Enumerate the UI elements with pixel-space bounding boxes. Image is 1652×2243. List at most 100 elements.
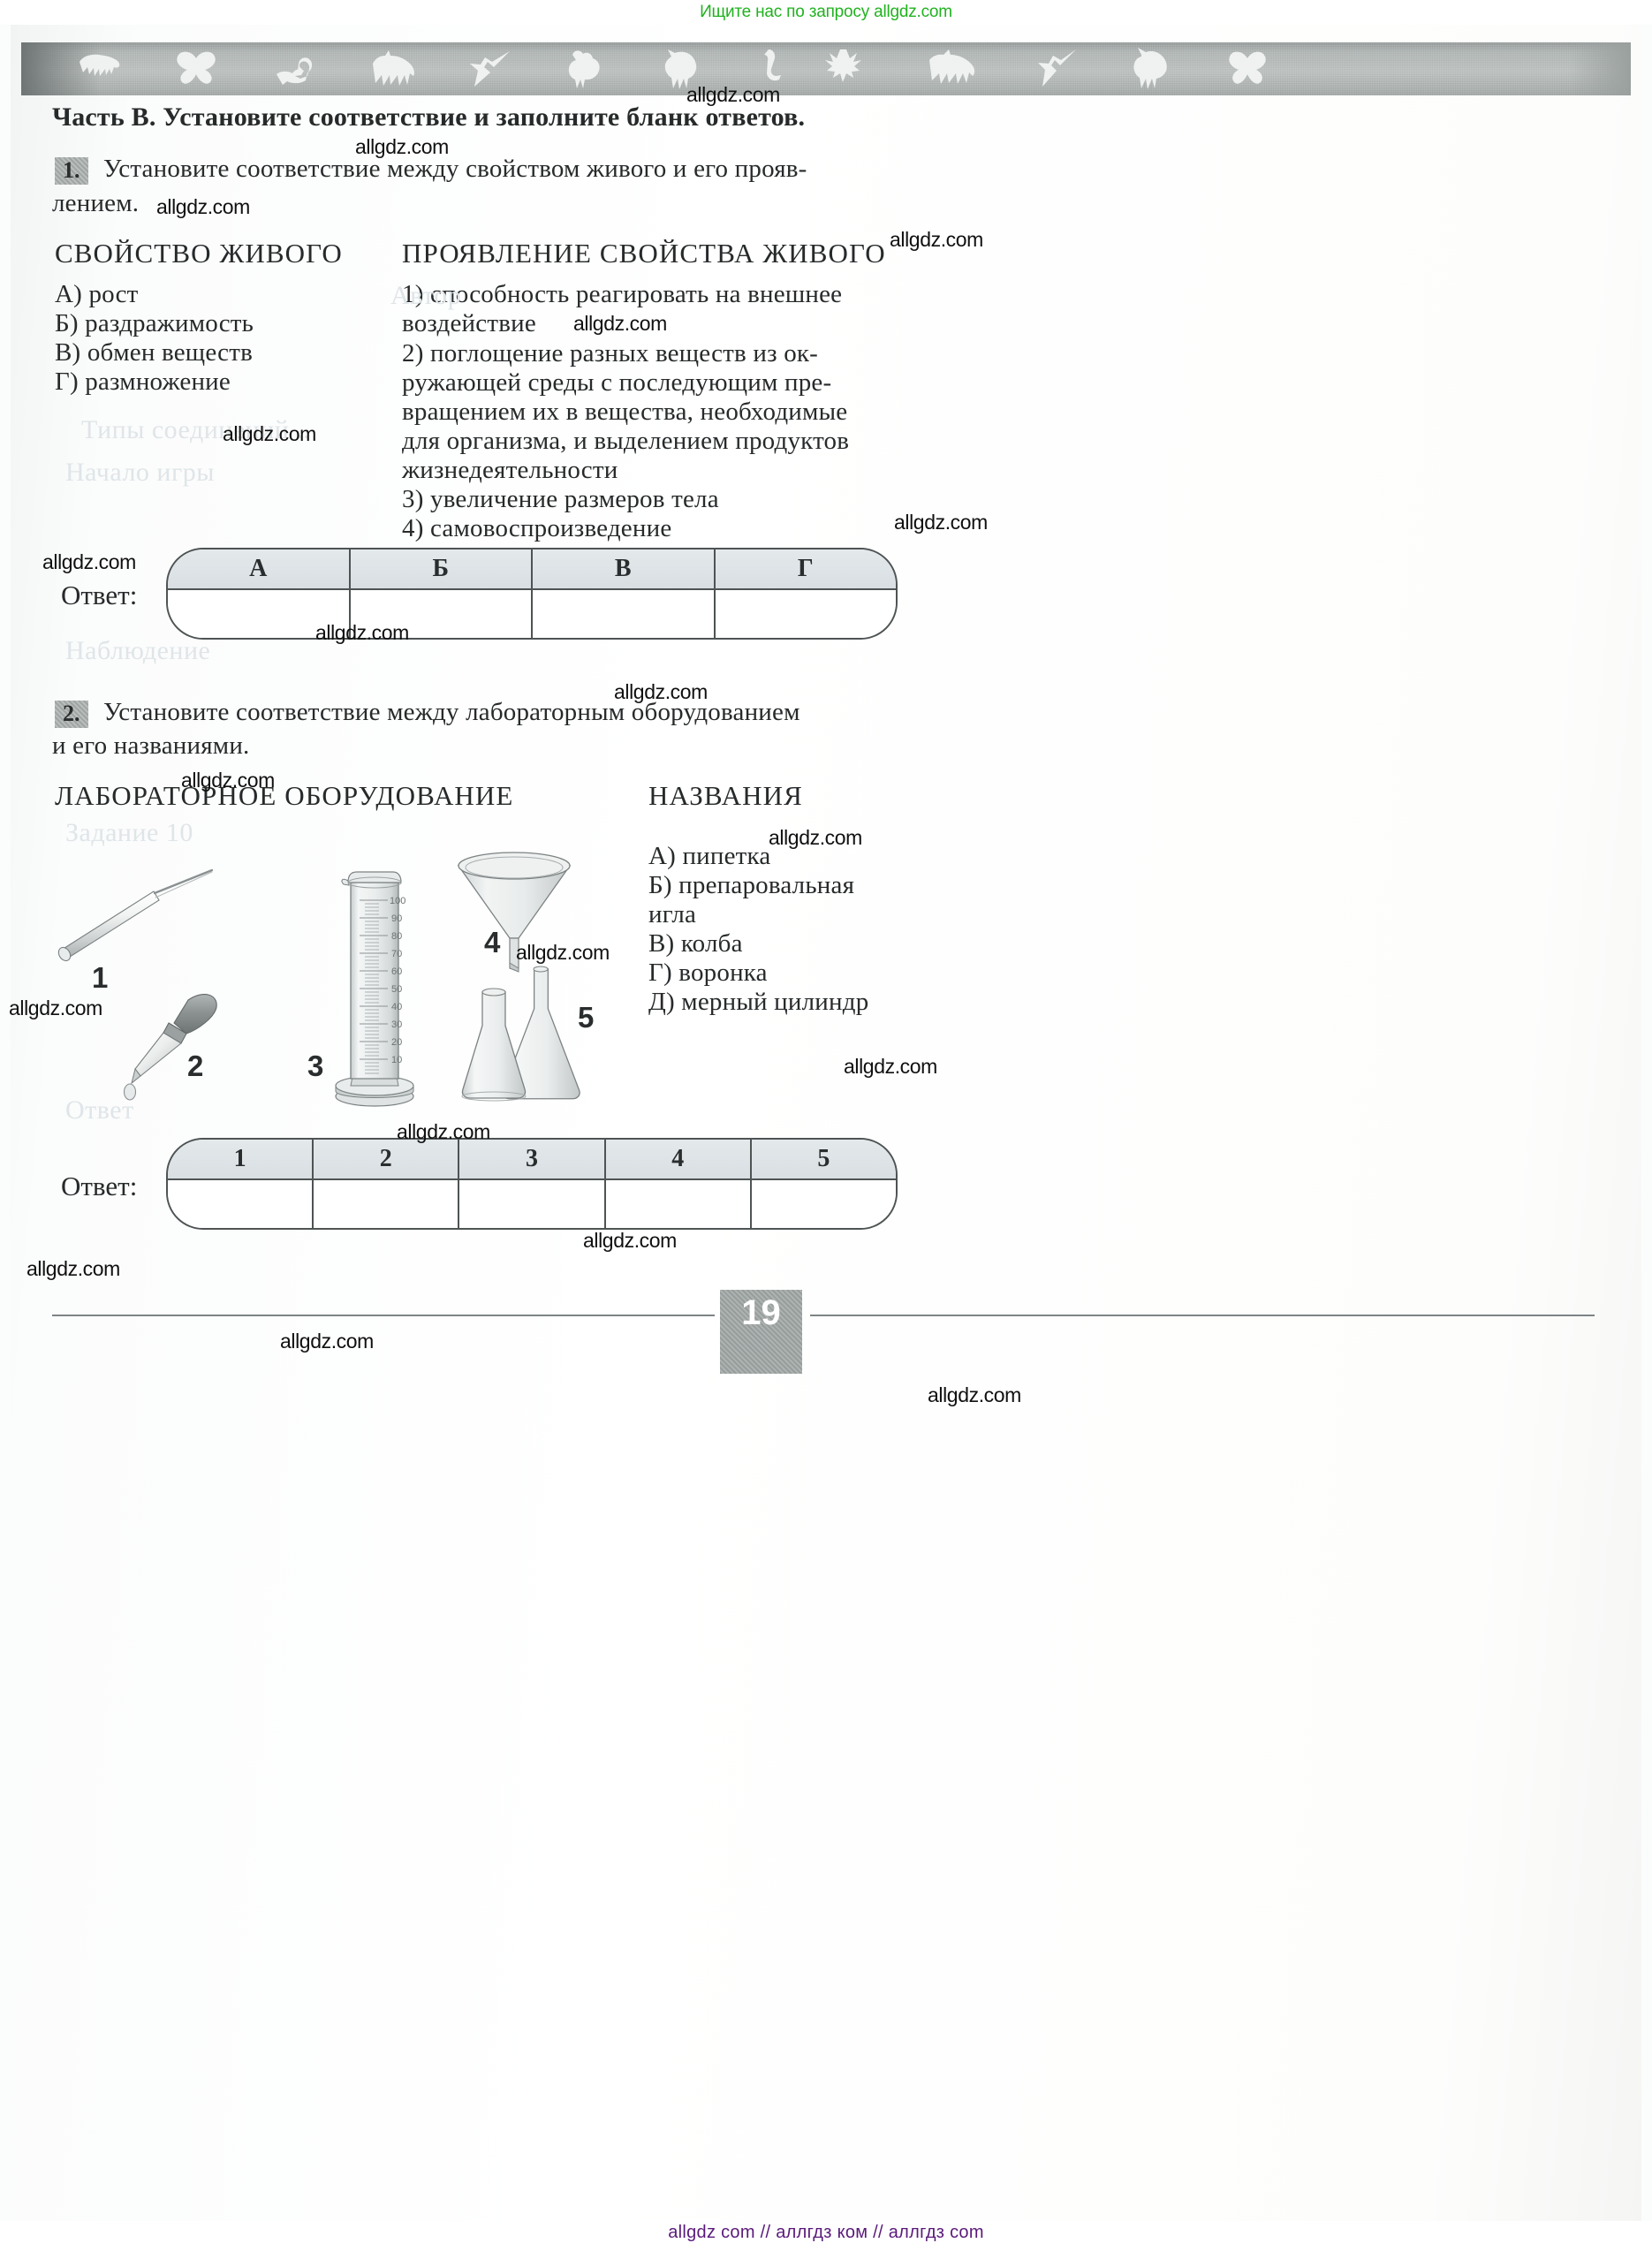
task-2-left-heading: ЛАБОРАТОРНОЕ ОБОРУДОВАНИЕ <box>55 780 514 811</box>
task-1-right-item-6: жизнедеятельности <box>402 456 618 484</box>
watermark-11: allgdz.com <box>769 826 862 849</box>
equipment-number-4: 4 <box>484 926 501 959</box>
answer-header-g: Г <box>715 549 896 590</box>
answer-column-v[interactable]: В <box>533 549 716 638</box>
task-1-left-item-1: Б) раздражимость <box>55 309 254 337</box>
bleed-ghost-5: Ответ <box>65 1095 134 1125</box>
watermark-7: allgdz.com <box>894 511 988 534</box>
task-1-left-heading: СВОЙСТВО ЖИВОГО <box>55 238 343 269</box>
strip-right-shadow <box>1569 42 1631 95</box>
task-2-right-item-2: игла <box>648 900 697 928</box>
task-1-right-item-3: ружающей среды с последующим пре- <box>402 368 832 397</box>
watermark-13: allgdz.com <box>9 996 102 1019</box>
bottom-promo-banner: allgdz com // аллгдз ком // аллгдз com <box>668 2223 984 2242</box>
answer-header-2: 2 <box>314 1140 458 1180</box>
strip-left-shadow <box>21 42 101 95</box>
task-1-number-badge: 1. <box>55 157 88 185</box>
answer-cell-2[interactable] <box>314 1180 458 1228</box>
page-sheet: Часть В. Установите соответствие и запол… <box>9 25 1641 2221</box>
answer-cell-5[interactable] <box>751 1180 896 1228</box>
answer-header-4: 4 <box>605 1140 750 1180</box>
answer-column-b[interactable]: Б <box>350 549 533 638</box>
page-number-box: 19 <box>720 1290 802 1374</box>
task-1-answer-table[interactable]: А Б В Г <box>166 548 898 640</box>
task-1-left-item-3: Г) размножение <box>55 368 231 396</box>
task-2-right-item-1: Б) препаровальная <box>648 871 855 899</box>
task-1-right-item-0: 1) способность реагировать на внешнее <box>402 280 843 308</box>
watermark-6: allgdz.com <box>42 550 136 573</box>
task-1-right-item-1: воздействие <box>402 309 536 337</box>
task-1-right-item-2: 2) поглощение разных веществ из ок- <box>402 339 819 368</box>
watermark-3: allgdz.com <box>156 195 250 218</box>
part-heading: Часть В. Установите соответствие и запол… <box>52 102 806 132</box>
equipment-number-5: 5 <box>578 1001 595 1034</box>
watermark-5: allgdz.com <box>223 422 316 445</box>
halftone-texture <box>21 42 1631 95</box>
dog-icon <box>1133 48 1167 89</box>
bleed-ghost-1: Типы соединений .. <box>81 415 311 444</box>
answer-column-a[interactable]: А <box>168 549 351 638</box>
equipment-number-2: 2 <box>187 1050 204 1082</box>
task-1-left-item-2: В) обмен веществ <box>55 338 253 367</box>
cylinder-scale-70: 70 <box>391 949 402 959</box>
task-2-right-item-0: А) пипетка <box>648 842 771 870</box>
bleed-ghost-3: Наблюдение <box>65 636 211 665</box>
bleed-ghost-2: Начало игры <box>65 458 215 487</box>
pipette-illustration <box>123 994 217 1101</box>
horse-icon <box>373 50 414 86</box>
watermark-14: allgdz.com <box>844 1055 937 1078</box>
rooster-icon <box>568 50 600 88</box>
task-1-answer-label: Ответ: <box>61 580 138 610</box>
task-1-prompt-line1: Установите соответствие между свойством … <box>103 155 807 183</box>
footer-rule-right <box>810 1315 1595 1316</box>
task-2-prompt-line1: Установите соответствие между лабораторн… <box>103 698 800 726</box>
funnel-illustration <box>457 852 572 973</box>
answer-column-g[interactable]: Г <box>715 549 896 638</box>
cylinder-scale-80: 80 <box>391 931 402 942</box>
cylinder-scale-50: 50 <box>391 984 402 995</box>
task-1-prompt-line2: лением. <box>52 189 140 217</box>
answer-cell-a[interactable] <box>168 590 349 638</box>
answer-column-1[interactable]: 1 <box>168 1140 314 1228</box>
answer-column-2[interactable]: 2 <box>314 1140 460 1228</box>
watermark-2: allgdz.com <box>890 228 983 251</box>
answer-cell-b[interactable] <box>350 590 531 638</box>
watermark-0: allgdz.com <box>686 83 780 106</box>
dissecting-needle-illustration <box>57 868 214 962</box>
deer-icon <box>825 49 861 82</box>
watermark-19: allgdz.com <box>928 1383 1021 1406</box>
watermark-9: allgdz.com <box>614 680 708 703</box>
answer-header-3: 3 <box>459 1140 604 1180</box>
watermark-8: allgdz.com <box>315 621 409 644</box>
cylinder-scale-90: 90 <box>391 913 402 924</box>
graduated-cylinder-illustration: 100 90 80 70 60 50 40 30 20 10 <box>335 871 414 1107</box>
bleed-ghost-0: Автор <box>390 281 462 310</box>
watermark-12: allgdz.com <box>516 941 610 964</box>
task-1-right-item-4: вращением их в вещества, необходимые <box>402 398 848 426</box>
watermark-15: allgdz.com <box>397 1120 490 1143</box>
animal-silhouette-header-strip <box>21 42 1631 95</box>
task-2-right-item-5: Д) мерный цилиндр <box>648 988 869 1016</box>
watermark-1: allgdz.com <box>355 135 449 158</box>
task-2-answer-label: Ответ: <box>61 1171 138 1201</box>
answer-column-5[interactable]: 5 <box>751 1140 896 1228</box>
answer-cell-g[interactable] <box>715 590 896 638</box>
butterfly-icon <box>177 51 216 84</box>
page-number: 19 <box>741 1293 781 1332</box>
task-2-right-heading: НАЗВАНИЯ <box>648 780 803 811</box>
answer-cell-3[interactable] <box>459 1180 604 1228</box>
answer-header-5: 5 <box>751 1140 896 1180</box>
answer-cell-1[interactable] <box>168 1180 313 1228</box>
equipment-number-1: 1 <box>92 961 109 994</box>
answer-cell-4[interactable] <box>605 1180 750 1228</box>
task-1-left-item-0: А) рост <box>55 280 139 308</box>
answer-cell-v[interactable] <box>533 590 714 638</box>
cylinder-scale-30: 30 <box>391 1019 402 1030</box>
answer-column-3[interactable]: 3 <box>459 1140 606 1228</box>
task-1-right-item-5: для организма, и выделением продуктов <box>402 427 850 455</box>
task-2-right-item-3: В) колба <box>648 929 743 958</box>
answer-header-v: В <box>533 549 714 590</box>
task-2-answer-table[interactable]: 1 2 3 4 5 <box>166 1138 898 1230</box>
cylinder-scale-100: 100 <box>390 896 405 906</box>
answer-column-4[interactable]: 4 <box>605 1140 752 1228</box>
